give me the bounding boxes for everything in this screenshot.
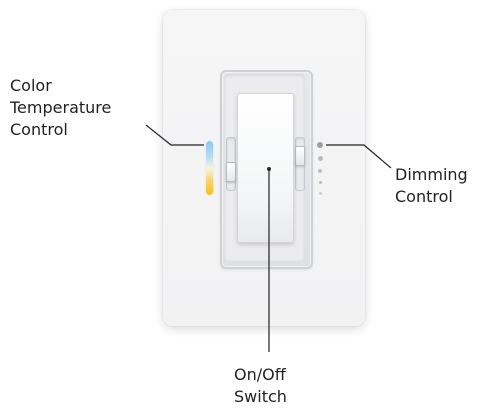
color-temperature-indicator-bar [206,141,213,195]
dimming-label: Dimming Control [395,164,468,208]
switch-label-line-1: On/Off [234,365,286,384]
color-temperature-label-line-1: Color [10,76,52,95]
dimming-led-3 [318,169,322,173]
color-temperature-label-line-2: Temperature [10,98,112,117]
dimming-led-2 [318,156,323,161]
dimming-label-line-2: Control [395,187,453,206]
dimming-slider-knob[interactable] [295,146,305,166]
color-temperature-label-line-3: Control [10,120,68,139]
switch-label: On/Off Switch [234,364,287,408]
on-off-rocker-switch[interactable] [237,93,294,243]
switch-callout-dot [267,167,271,171]
dimming-led-1 [317,142,323,148]
dimming-led-4 [319,181,322,184]
color-temperature-label: Color Temperature Control [10,75,111,141]
dimming-label-line-1: Dimming [395,165,468,184]
switch-label-line-2: Switch [234,387,287,406]
dimming-led-5 [319,192,322,195]
color-temperature-slider-knob[interactable] [226,162,236,182]
